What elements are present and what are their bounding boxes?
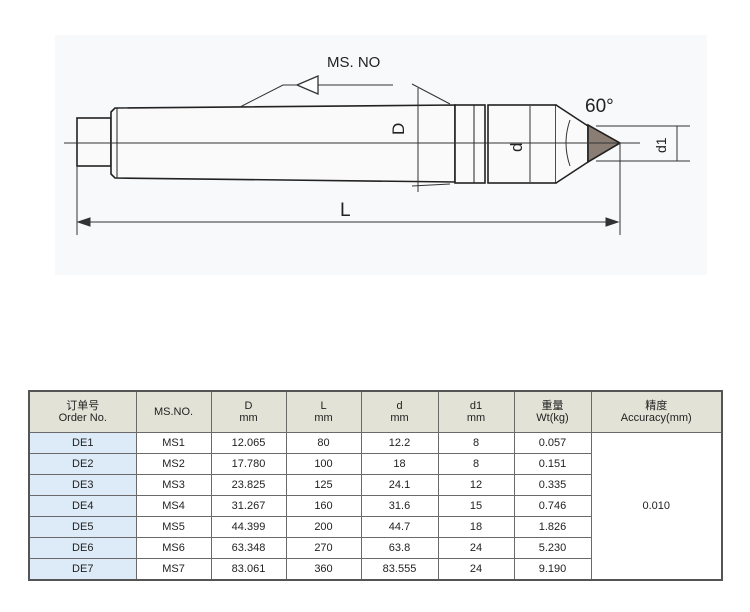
cell-ms-no: MS1 — [135, 432, 212, 454]
ms-label: MS. NO — [327, 54, 380, 71]
cell-ms-no: MS6 — [135, 537, 212, 559]
cell-order-no: DE5 — [28, 516, 137, 538]
ms-leader-line — [239, 84, 393, 108]
collar — [454, 104, 486, 184]
D-label: D — [389, 123, 408, 135]
header-d-line2: mm — [390, 412, 409, 424]
cell-D: 44.399 — [210, 516, 287, 538]
cell-D: 31.267 — [210, 495, 287, 517]
cell-L: 270 — [285, 537, 362, 559]
header-accuracy-line1: 精度 — [645, 400, 668, 412]
cell-L: 80 — [285, 432, 362, 454]
cell-D: 23.825 — [210, 474, 287, 496]
header-order-no-line2: Order No. — [58, 412, 107, 424]
cell-L: 100 — [285, 453, 362, 475]
header-weight-line2: Wt(kg) — [536, 412, 569, 424]
cell-order-no: DE4 — [28, 495, 137, 517]
cell-weight: 0.335 — [513, 474, 592, 496]
cell-d1: 8 — [437, 432, 515, 454]
cell-d1: 12 — [437, 474, 515, 496]
header-weight-line1: 重量 — [541, 400, 564, 412]
angle-label: 60° — [585, 96, 614, 117]
cell-d1: 8 — [437, 453, 515, 475]
d-label: d — [507, 143, 526, 152]
shank-end — [76, 117, 112, 167]
header-L-line1: L — [320, 400, 327, 412]
header-L-line2: mm — [314, 412, 333, 424]
header-D-line2: mm — [239, 412, 258, 424]
cell-weight: 0.746 — [513, 495, 592, 517]
cell-d1: 24 — [437, 537, 515, 559]
cell-D: 63.348 — [210, 537, 287, 559]
cell-weight: 0.151 — [513, 453, 592, 475]
cell-D: 83.061 — [210, 558, 287, 581]
cell-order-no: DE7 — [28, 558, 137, 581]
cell-D: 12.065 — [210, 432, 287, 454]
header-ms-no-line2: MS.NO. — [153, 406, 194, 418]
cell-ms-no: MS3 — [135, 474, 212, 496]
cell-ms-no: MS4 — [135, 495, 212, 517]
cell-accuracy: 0.010 — [590, 432, 723, 581]
cell-d: 12.2 — [360, 432, 439, 454]
cell-d: 63.8 — [360, 537, 439, 559]
cell-weight: 9.190 — [513, 558, 592, 581]
cell-L: 360 — [285, 558, 362, 581]
cell-order-no: DE1 — [28, 432, 137, 454]
header-accuracy-line2: Accuracy(mm) — [620, 412, 692, 424]
cell-ms-no: MS5 — [135, 516, 212, 538]
cell-d: 44.7 — [360, 516, 439, 538]
header-ms-no: MS.NO. — [135, 390, 212, 433]
cell-d: 31.6 — [360, 495, 439, 517]
cell-d: 18 — [360, 453, 439, 475]
header-d-line1: d — [396, 400, 403, 412]
cell-d: 24.1 — [360, 474, 439, 496]
cell-d: 83.555 — [360, 558, 439, 581]
header-d1-line1: d1 — [469, 400, 483, 412]
cell-weight: 1.826 — [513, 516, 592, 538]
dead-center-technical-drawing: MS. NO 60° D d d1 L — [55, 35, 707, 275]
header-D-line1: D — [244, 400, 253, 412]
cell-ms-no: MS7 — [135, 558, 212, 581]
cell-d1: 18 — [437, 516, 515, 538]
header-d1-line2: mm — [466, 412, 486, 424]
cell-L: 125 — [285, 474, 362, 496]
cell-order-no: DE3 — [28, 474, 137, 496]
header-order-no-line1: 订单号 — [66, 400, 100, 412]
cell-L: 200 — [285, 516, 362, 538]
cell-weight: 0.057 — [513, 432, 592, 454]
cell-ms-no: MS2 — [135, 453, 212, 475]
d1-label: d1 — [653, 137, 669, 153]
cell-d1: 15 — [437, 495, 515, 517]
cell-weight: 5.230 — [513, 537, 592, 559]
cell-order-no: DE6 — [28, 537, 137, 559]
cell-order-no: DE2 — [28, 453, 137, 475]
L-label: L — [340, 200, 351, 221]
cell-D: 17.780 — [210, 453, 287, 475]
cell-L: 160 — [285, 495, 362, 517]
cell-d1: 24 — [437, 558, 515, 581]
